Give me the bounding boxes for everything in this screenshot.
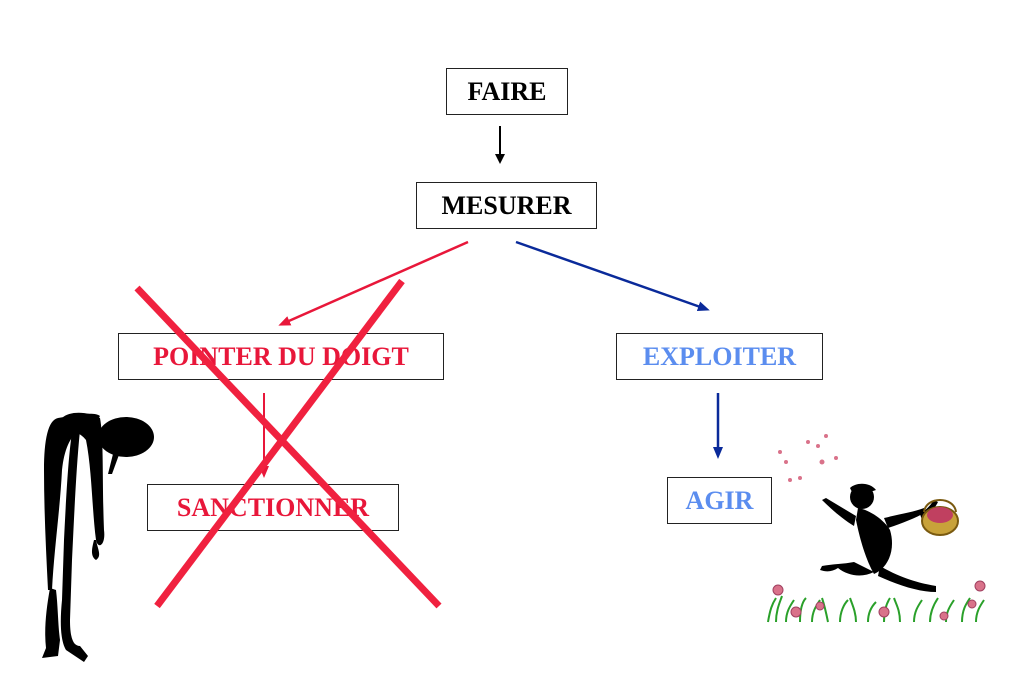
node-faire-label: FAIRE bbox=[467, 76, 547, 106]
node-mesurer: MESURER bbox=[416, 182, 597, 229]
node-faire: FAIRE bbox=[446, 68, 568, 115]
node-agir-label: AGIR bbox=[685, 485, 754, 515]
node-mesurer-label: MESURER bbox=[441, 190, 572, 220]
sad-stooped-figure-icon bbox=[42, 412, 154, 662]
node-pointer-du-doigt: POINTER DU DOIGT bbox=[118, 333, 444, 380]
node-exploiter-label: EXPLOITER bbox=[642, 341, 797, 371]
arrow-mesurer-pointer bbox=[278, 240, 469, 326]
arrow-mesurer-exploiter bbox=[515, 240, 710, 312]
node-exploiter: EXPLOITER bbox=[616, 333, 823, 380]
happy-running-figure-with-basket-icon bbox=[767, 434, 986, 623]
node-agir: AGIR bbox=[667, 477, 772, 524]
cross-out-icon bbox=[134, 278, 442, 609]
